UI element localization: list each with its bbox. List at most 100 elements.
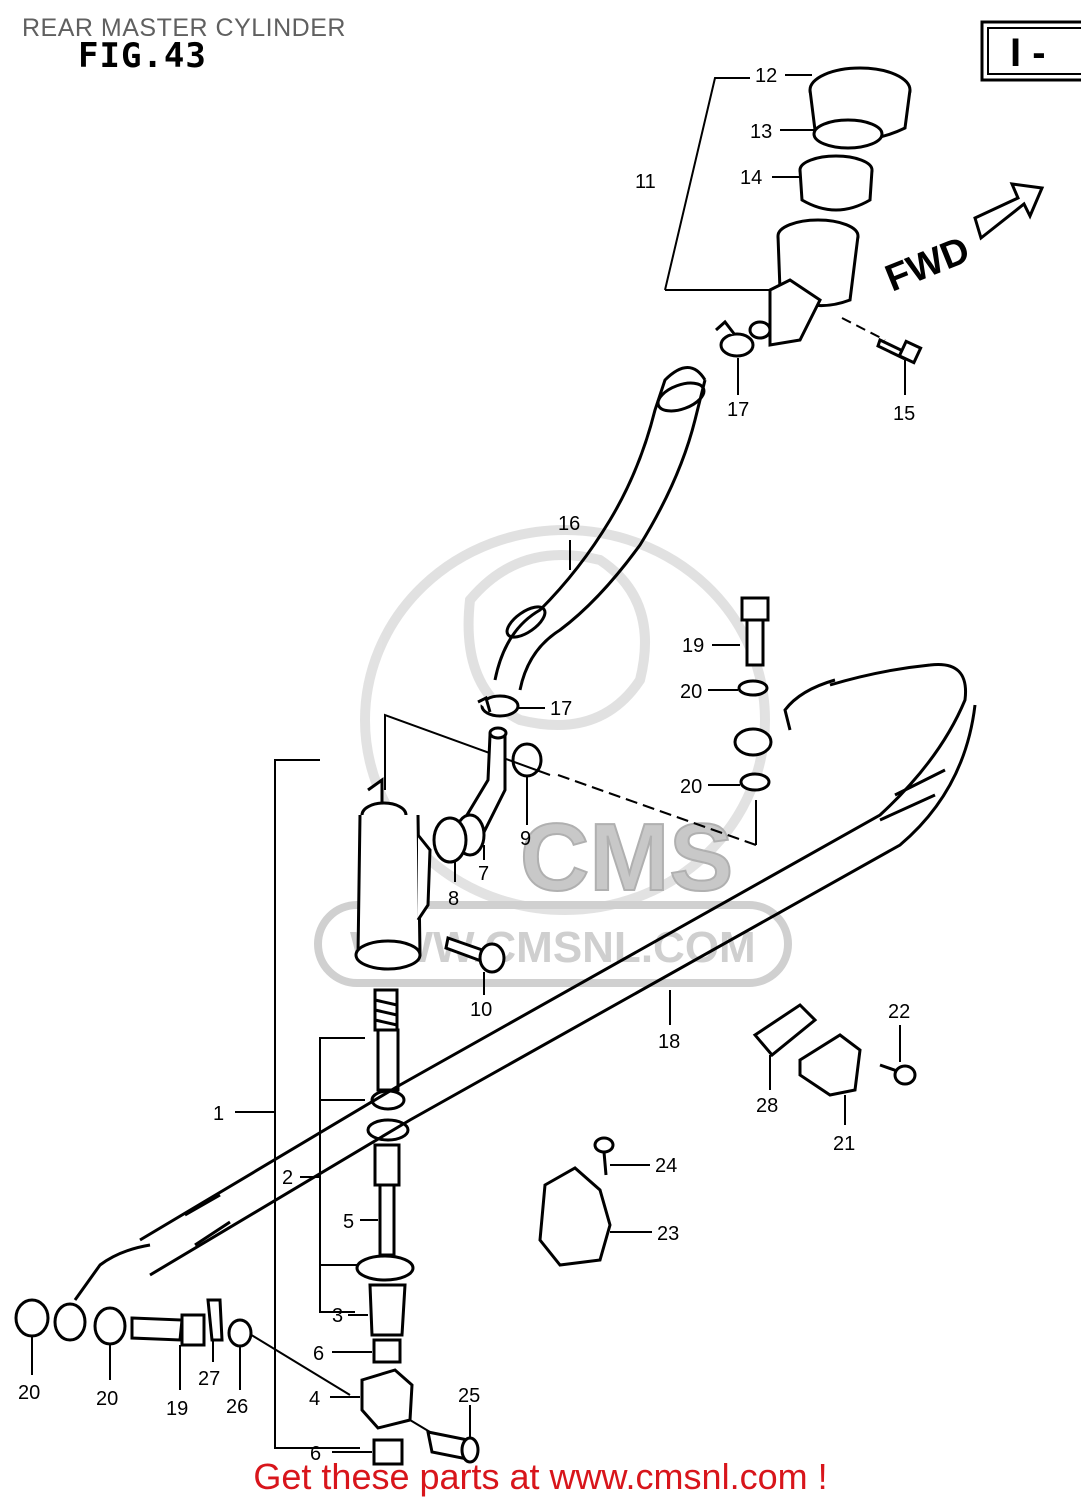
callout-16: 16 — [558, 513, 580, 535]
watermark-cms-text: CMS — [520, 804, 733, 911]
callout-14: 14 — [740, 167, 762, 189]
callout-27: 27 — [198, 1368, 220, 1390]
diagram-title: REAR MASTER CYLINDER — [22, 14, 346, 42]
washer-20-lower-a — [14, 1298, 50, 1338]
bolt-19-lower-head — [180, 1313, 206, 1347]
badge-text: I - — [1010, 31, 1046, 75]
callout-28: 28 — [756, 1095, 778, 1117]
hose-18-sleeve-lower — [184, 1193, 231, 1247]
holder-23-body — [538, 1166, 612, 1267]
guard-21-icon — [798, 1033, 862, 1097]
assembly-brackets — [274, 77, 770, 1449]
callout-5: 5 — [343, 1211, 354, 1233]
bolt-19-upper-shank — [745, 618, 765, 667]
callout-11: 11 — [635, 171, 656, 193]
callout-20-upper-a: 20 — [680, 681, 702, 703]
callout-20-upper-b: 20 — [680, 776, 702, 798]
banjo-lower-icon — [14, 1298, 253, 1348]
clevis-4-icon — [360, 1368, 414, 1430]
diaphragm-body — [798, 169, 874, 212]
watermark — [360, 525, 770, 915]
callout-leaders — [31, 74, 906, 1453]
callout-labels: 1 2 3 4 5 6 6 7 8 9 10 11 12 13 14 15 16… — [18, 65, 915, 1465]
callout-19-lower: 19 — [166, 1398, 188, 1420]
badge-frame — [980, 20, 1081, 82]
callout-19-upper: 19 — [682, 635, 704, 657]
cotter-pin-27-icon — [206, 1298, 224, 1342]
circlip-9-icon — [511, 742, 543, 778]
hose-16-left-edge — [493, 366, 707, 681]
hose-clamp-lower-icon — [477, 694, 520, 718]
screw-10-head — [478, 942, 506, 974]
hose-18-lower-edge — [149, 704, 977, 1277]
circlip-boot-icon — [355, 1254, 415, 1282]
banjo-upper-icon — [733, 596, 773, 792]
nut-6-upper-icon — [372, 1338, 402, 1364]
bolt-15-head — [897, 339, 923, 365]
bolt-19-upper-head — [740, 596, 770, 622]
clamp-17-upper-ring — [719, 332, 755, 358]
screw-10-icon — [444, 936, 506, 974]
callout-7: 7 — [478, 863, 489, 885]
piston-icon — [376, 1028, 400, 1092]
bolt-19-lower-shank — [130, 1316, 184, 1342]
bracket-11 — [664, 77, 750, 291]
footer-link[interactable]: Get these parts at www.cmsnl.com ! — [253, 1456, 828, 1497]
pin-25-icon — [426, 1430, 480, 1464]
washer-26-icon — [227, 1318, 253, 1348]
union-connector-icon — [432, 726, 543, 864]
reservoir-assembly — [748, 66, 912, 347]
fwd-arrow-icon — [973, 182, 1045, 241]
bolt-15-icon — [876, 337, 923, 365]
bolt-15-leader — [841, 317, 886, 341]
fwd-label: FWD — [880, 229, 976, 300]
cotter-alignment-line — [234, 1324, 351, 1396]
reservoir-mount-icon — [768, 278, 822, 347]
callout-10: 10 — [470, 999, 492, 1021]
fwd-indicator: FWD — [880, 182, 1045, 300]
callout-20-lower-a: 20 — [18, 1382, 40, 1404]
bracket-guard-icon — [752, 1003, 917, 1097]
spring-coils — [374, 998, 398, 1027]
o-ring-8-icon — [432, 816, 468, 864]
hose-16-right-edge — [518, 379, 707, 691]
bracket-1 — [274, 759, 360, 1449]
watermark-url-pill — [314, 901, 792, 987]
callout-13: 13 — [750, 121, 772, 143]
callout-21: 21 — [833, 1133, 855, 1155]
callout-4: 4 — [309, 1388, 320, 1410]
callout-2: 2 — [282, 1167, 293, 1189]
washer-20-upper-a — [737, 679, 769, 697]
hose-16-end-top — [656, 381, 706, 413]
section-badge: I - — [980, 20, 1081, 82]
pin-25-leader — [409, 1419, 431, 1433]
callout-8: 8 — [448, 888, 459, 910]
clamp-17-lower-tab — [477, 695, 492, 713]
hose-clamp-upper-icon — [715, 319, 755, 358]
clamp-17-upper-tab — [715, 319, 737, 336]
screw-24-shank — [602, 1151, 608, 1176]
callout-17-lower: 17 — [550, 698, 572, 720]
callout-1: 1 — [213, 1103, 224, 1125]
callout-6-lower: 6 — [310, 1443, 321, 1465]
brake-hose-icon — [73, 662, 977, 1301]
push-rod-icon — [378, 1183, 396, 1257]
figure-number: FIG.43 — [78, 36, 207, 76]
callout-18: 18 — [658, 1031, 680, 1053]
callout-9: 9 — [520, 828, 531, 850]
hose-18-fitting-top — [783, 678, 836, 731]
callout-17-upper: 17 — [727, 399, 749, 421]
callout-25: 25 — [458, 1385, 480, 1407]
plate-28-icon — [752, 1003, 818, 1058]
boot-3-icon — [368, 1283, 407, 1337]
reservoir-outlet-icon — [748, 320, 772, 340]
callout-6-upper: 6 — [313, 1343, 324, 1365]
callout-3: 3 — [332, 1305, 343, 1327]
washer-20-upper-b — [739, 772, 771, 792]
master-cylinder-icon — [354, 777, 432, 971]
diaphragm-plate-icon — [812, 118, 884, 150]
washer-20-lower-b — [93, 1306, 127, 1346]
mc-flange — [416, 834, 432, 921]
banjo-lower-ring — [53, 1302, 87, 1342]
